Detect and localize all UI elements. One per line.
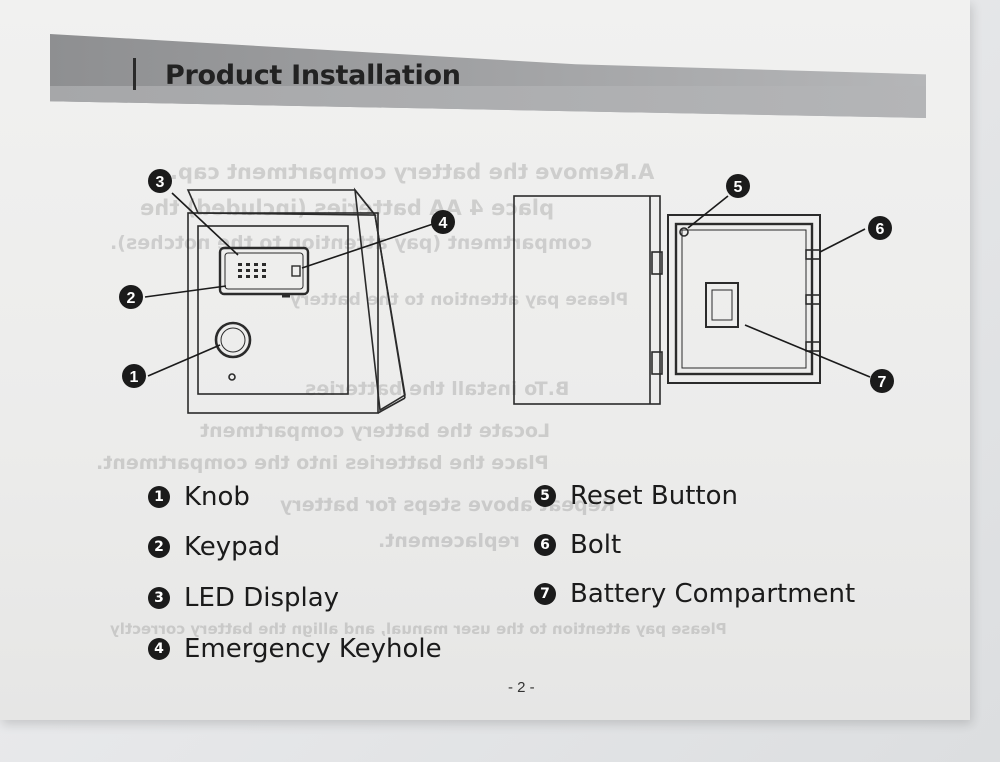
callout-1: 1 [122,364,146,388]
inner-door-frame [674,222,814,376]
callout-2: 2 [119,285,143,309]
legend-item-keypad: 2 Keypad [148,532,280,562]
page-number: - 2 - [508,679,535,696]
callout-6: 6 [868,216,892,240]
safe-side [353,187,406,412]
closed-safe-illustration [186,187,406,414]
battery-compartment [705,282,739,328]
legend-label: Bolt [570,530,622,560]
legend-label: Keypad [184,532,281,562]
legend-label: Knob [184,482,250,512]
reset-button [679,227,689,237]
svg-text:4: 4 [439,215,448,232]
safe-edge [374,214,406,399]
emergency-keyhole [291,265,301,277]
hinge-bottom [651,351,663,375]
inner-door-panel [681,229,807,369]
legend-label: LED Display [184,583,340,613]
page-title: Product Installation [165,60,461,91]
legend-item-battery-compartment: 7 Battery Compartment [534,579,855,609]
inner-door-outer [667,214,821,384]
battery-cap [711,289,733,321]
legend-label: Emergency Keyhole [184,634,442,664]
legend-item-reset-button: 5 Reset Button [534,481,738,511]
bolt-2 [805,294,821,305]
legend-number: 2 [148,536,170,558]
manual-page: Product Installation A.Remove the batter… [0,0,970,720]
callout-5: 5 [726,174,750,198]
safe-front [187,212,379,414]
legend-item-bolt: 6 Bolt [534,530,621,560]
svg-text:5: 5 [734,179,743,196]
bolt-3 [805,341,821,352]
title-accent-bar [133,58,136,90]
svg-text:1: 1 [130,369,139,386]
legend-item-knob: 1 Knob [148,482,250,512]
small-hole [228,373,236,381]
hinge-top [651,251,663,275]
legend-number: 7 [534,583,556,605]
callout-4: 4 [431,210,455,234]
open-safe-illustration [513,195,821,405]
keypad-buttons [238,263,266,278]
keypad-panel [218,246,310,296]
callout-3: 3 [148,169,172,193]
legend-item-led-display: 3 LED Display [148,583,339,613]
legend-number: 3 [148,587,170,609]
knob [214,321,252,359]
safe-top [186,189,377,216]
legend-number: 5 [534,485,556,507]
legend-number: 1 [148,486,170,508]
keypad-inner [224,252,304,290]
leader-lines [144,192,871,378]
safe-door [197,225,349,395]
legend-label: Battery Compartment [570,579,856,609]
safe-bottom-edge [377,397,406,414]
svg-text:3: 3 [156,174,165,191]
bolt-1 [805,249,821,260]
legend-number: 4 [148,638,170,660]
callout-7: 7 [870,369,894,393]
legend-item-emergency-keyhole: 4 Emergency Keyhole [148,634,442,664]
svg-text:7: 7 [878,374,887,391]
open-door-panel [513,195,661,405]
safe-diagrams: 3 4 2 1 5 6 7 [119,169,894,414]
knob-inner [220,327,246,353]
svg-text:6: 6 [876,221,885,238]
svg-text:2: 2 [127,290,136,307]
legend-number: 6 [534,534,556,556]
legend-label: Reset Button [570,481,738,511]
